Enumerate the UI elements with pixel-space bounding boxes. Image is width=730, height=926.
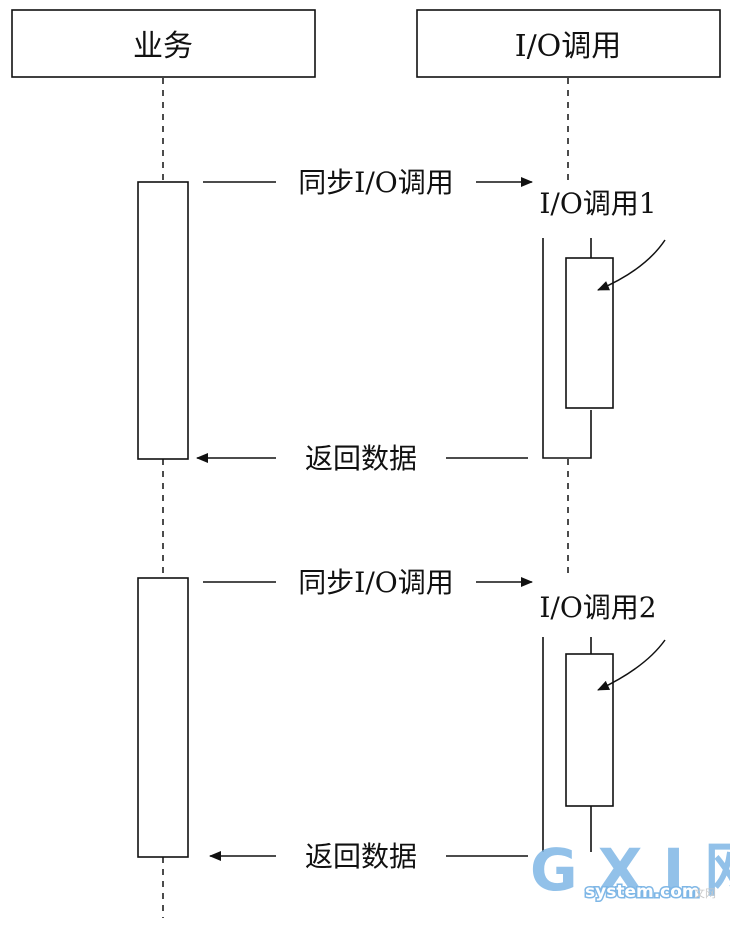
message-label-3: 同步I/O调用 <box>298 566 453 599</box>
watermark-corner: 文网 <box>694 886 716 900</box>
business-activation-2 <box>137 577 189 858</box>
watermark-site: system.com <box>585 882 700 902</box>
lifeline-io-header: I/O调用 <box>416 9 721 78</box>
io-call-label-2: I/O调用2 <box>539 591 656 624</box>
lifeline-io-label: I/O调用 <box>515 29 622 64</box>
watermark: G X I 网 system.com 文网 <box>530 836 730 904</box>
business-activation-1 <box>137 181 189 460</box>
lifeline-business-header: 业务 <box>11 9 316 78</box>
io-frame-2 <box>542 637 592 852</box>
watermark-logo: G X I 网 <box>530 836 730 904</box>
message-label-1: 同步I/O调用 <box>298 166 453 199</box>
io-call-box-2 <box>565 653 614 807</box>
io-call-pointer-2 <box>597 639 666 691</box>
io-call-box-1 <box>565 257 614 409</box>
io-call-pointer-1 <box>597 239 666 291</box>
lifeline-business-label: 业务 <box>133 29 193 64</box>
message-label-4: 返回数据 <box>305 840 417 873</box>
io-frame-1 <box>542 238 592 459</box>
io-call-label-1: I/O调用1 <box>539 187 656 220</box>
message-label-2: 返回数据 <box>305 442 417 475</box>
